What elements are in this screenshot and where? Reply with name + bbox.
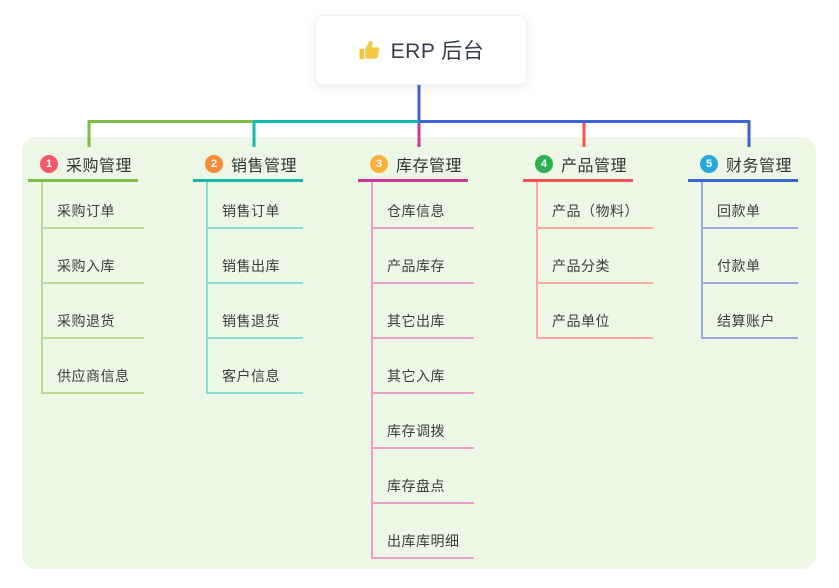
child-item[interactable]: 其它出库 (373, 284, 474, 339)
child-label: 产品分类 (552, 258, 610, 274)
branches-panel: 1 采购管理采购订单采购入库采购退货供应商信息 2 销售管理销售订单销售出库销售退货客… (22, 137, 816, 569)
child-item[interactable]: 产品（物料） (538, 182, 653, 229)
branch-title: 采购管理 (66, 157, 133, 175)
branch-3: 3 库存管理仓库信息产品库存其它出库其它入库库存调拨库存盘点出库库明细 (358, 148, 474, 559)
child-item[interactable]: 客户信息 (208, 339, 303, 394)
root-title: ERP 后台 (390, 40, 485, 63)
child-label: 销售订单 (222, 203, 280, 219)
child-item[interactable]: 库存盘点 (373, 449, 474, 504)
branch-header[interactable]: 3 库存管理 (358, 148, 468, 182)
child-item[interactable]: 结算账户 (703, 284, 798, 339)
child-label: 采购入库 (57, 258, 115, 274)
child-label: 回款单 (717, 203, 761, 219)
child-label: 销售出库 (222, 258, 280, 274)
child-label: 销售退货 (222, 313, 280, 329)
branch-title: 库存管理 (396, 157, 463, 175)
child-item[interactable]: 销售出库 (208, 229, 303, 284)
child-label: 客户信息 (222, 368, 280, 384)
branch-children: 产品（物料） 产品分类产品单位 (536, 182, 653, 339)
branch-title: 产品管理 (561, 157, 628, 175)
child-item[interactable]: 库存调拨 (373, 394, 474, 449)
child-label: 其它出库 (387, 313, 445, 329)
child-label: 仓库信息 (387, 203, 445, 219)
child-label: 库存盘点 (387, 478, 445, 494)
child-label: 其它入库 (387, 368, 445, 384)
branch-header[interactable]: 2 销售管理 (193, 148, 303, 182)
child-label: 供应商信息 (57, 368, 130, 384)
branch-4: 4 产品管理产品（物料） 产品分类产品单位 (523, 148, 653, 339)
branch-1: 1 采购管理采购订单采购入库采购退货供应商信息 (28, 148, 144, 394)
child-item[interactable]: 回款单 (703, 182, 798, 229)
branch-number-badge: 4 (535, 154, 553, 173)
branch-header[interactable]: 4 产品管理 (523, 148, 633, 182)
child-item[interactable]: 产品库存 (373, 229, 474, 284)
child-label: 产品单位 (552, 313, 610, 329)
thumbs-up-icon (358, 39, 381, 62)
child-item[interactable]: 其它入库 (373, 339, 474, 394)
branch-number-badge: 5 (700, 154, 718, 173)
branch-children: 回款单付款单结算账户 (701, 182, 798, 339)
root-node[interactable]: ERP 后台 (315, 15, 527, 85)
child-item[interactable]: 出库库明细 (373, 504, 474, 559)
branch-children: 销售订单销售出库销售退货客户信息 (206, 182, 303, 394)
branch-number-badge: 1 (40, 154, 58, 173)
child-label: 出库库明细 (387, 533, 460, 549)
branch-children: 采购订单采购入库采购退货供应商信息 (41, 182, 144, 394)
branch-header[interactable]: 1 采购管理 (28, 148, 138, 182)
child-label: 产品（物料） (552, 203, 639, 219)
child-label: 库存调拨 (387, 423, 445, 439)
child-item[interactable]: 付款单 (703, 229, 798, 284)
branch-title: 财务管理 (726, 157, 793, 175)
branch-title: 销售管理 (231, 157, 298, 175)
branch-header[interactable]: 5 财务管理 (688, 148, 798, 182)
child-item[interactable]: 销售退货 (208, 284, 303, 339)
child-item[interactable]: 销售订单 (208, 182, 303, 229)
child-item[interactable]: 采购订单 (43, 182, 144, 229)
branch-2: 2 销售管理销售订单销售出库销售退货客户信息 (193, 148, 303, 394)
child-label: 采购订单 (57, 203, 115, 219)
branch-5: 5 财务管理回款单付款单结算账户 (688, 148, 798, 339)
branch-children: 仓库信息产品库存其它出库其它入库库存调拨库存盘点出库库明细 (371, 182, 474, 559)
child-item[interactable]: 采购入库 (43, 229, 144, 284)
child-item[interactable]: 供应商信息 (43, 339, 144, 394)
child-item[interactable]: 采购退货 (43, 284, 144, 339)
child-label: 产品库存 (387, 258, 445, 274)
child-item[interactable]: 产品单位 (538, 284, 653, 339)
child-label: 采购退货 (57, 313, 115, 329)
branch-number-badge: 2 (205, 154, 223, 173)
child-item[interactable]: 产品分类 (538, 229, 653, 284)
child-item[interactable]: 仓库信息 (373, 182, 474, 229)
branch-number-badge: 3 (370, 154, 388, 173)
child-label: 结算账户 (717, 313, 775, 329)
child-label: 付款单 (717, 258, 761, 274)
